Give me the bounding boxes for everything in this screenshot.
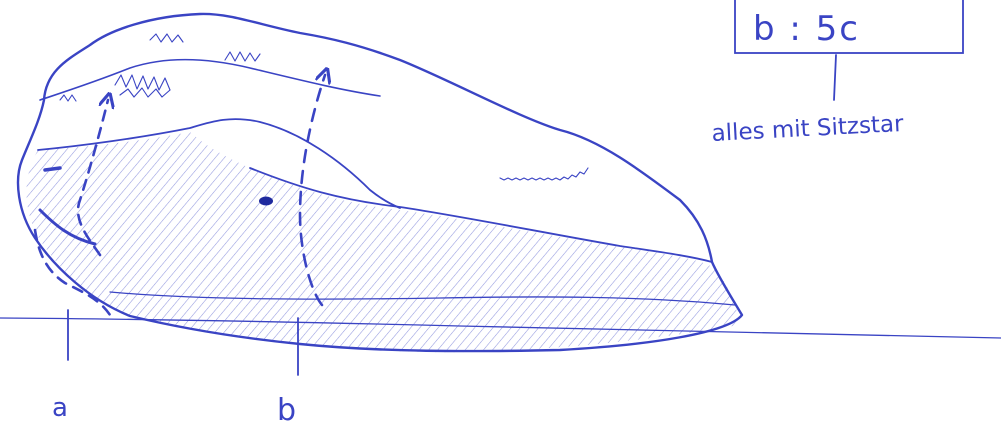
dot-marker [259, 197, 273, 206]
box-leader-line [834, 55, 836, 100]
note-text: alles mit Sitzstar [711, 111, 905, 147]
label-b: b [277, 393, 296, 425]
label-a: a [52, 393, 68, 423]
rock-tip-mark [45, 168, 60, 170]
box-label: b : 5c [753, 9, 860, 49]
upper-ridge-line [40, 60, 380, 100]
